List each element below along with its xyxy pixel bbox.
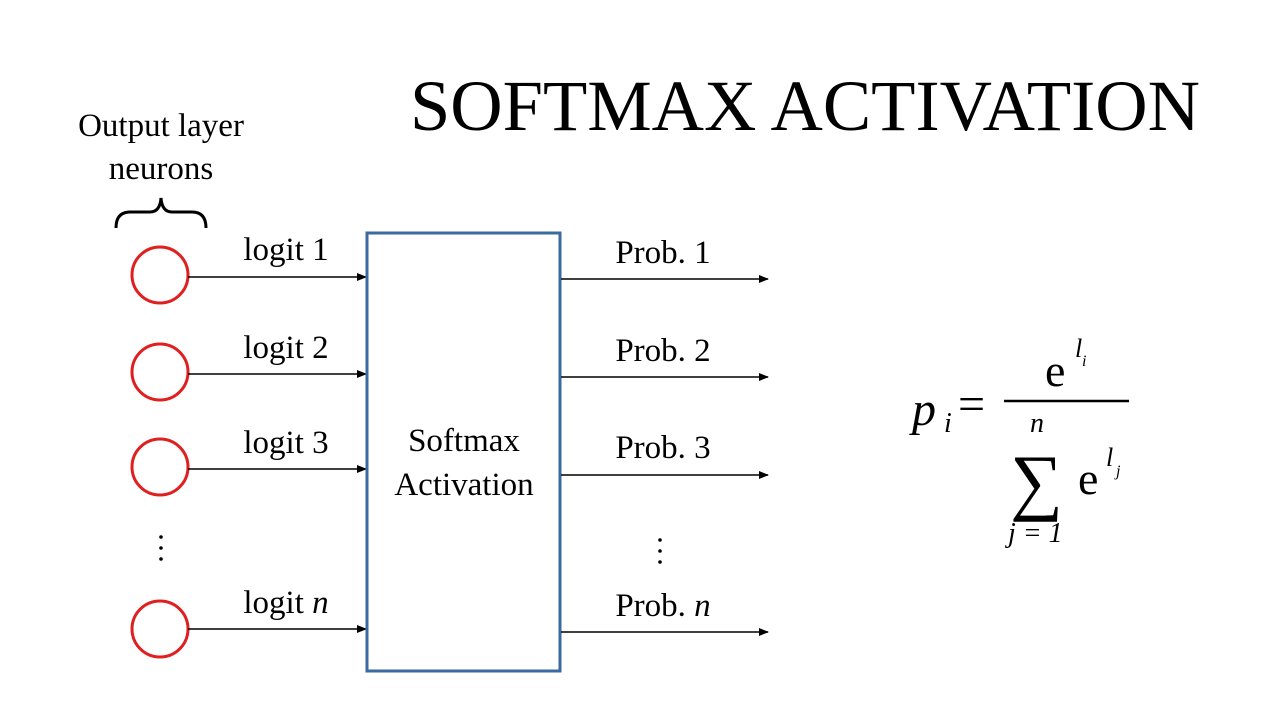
box-label-line2: Activation [394, 467, 533, 503]
formula-numerator-exp-sub: i [1082, 353, 1086, 370]
neuron-1 [130, 245, 190, 305]
formula-lhs: p [909, 383, 936, 436]
formula-sum-symbol: ∑ [1010, 441, 1063, 523]
formula-numerator-exp: l [1075, 334, 1082, 363]
neuron-3 [130, 437, 190, 497]
formula-equals: = [958, 378, 985, 431]
slide-title: SOFTMAX ACTIVATION [410, 66, 1200, 146]
input-arrows [188, 273, 367, 633]
formula-numerator-base: e [1045, 345, 1065, 396]
logit-label-2: logit 2 [243, 330, 328, 366]
prob-label-3: Prob. 3 [615, 430, 710, 466]
formula-sum-lower: j = 1 [1005, 518, 1063, 549]
formula-denominator-base: e [1078, 453, 1098, 504]
prob-label-1: Prob. 1 [615, 235, 710, 271]
prob-label-n: Prob. n [615, 588, 710, 624]
logit-label-3: logit 3 [243, 425, 328, 461]
softmax-formula: p i = e l i n ∑ j = 1 e l j [909, 334, 1129, 549]
neuron-n [130, 599, 190, 659]
prob-label-2: Prob. 2 [615, 333, 710, 369]
softmax-activation-box [365, 231, 562, 673]
output-layer-label-line1: Output layer [78, 108, 244, 144]
output-arrows [561, 275, 769, 636]
logit-label-1: logit 1 [243, 232, 328, 268]
input-ellipsis-icon [159, 535, 163, 561]
formula-denominator-exp: l [1106, 443, 1113, 472]
formula-denominator-exp-sub: j [1114, 463, 1121, 480]
box-label-line1: Softmax [408, 423, 520, 459]
output-layer-label-line2: neurons [109, 151, 213, 187]
logit-label-n: logit n [243, 585, 328, 621]
curly-brace [114, 197, 208, 229]
input-neurons [130, 245, 190, 659]
neuron-2 [130, 342, 190, 402]
output-ellipsis-icon [658, 538, 662, 564]
formula-lhs-subscript: i [944, 408, 952, 439]
formula-sum-upper: n [1030, 408, 1044, 439]
